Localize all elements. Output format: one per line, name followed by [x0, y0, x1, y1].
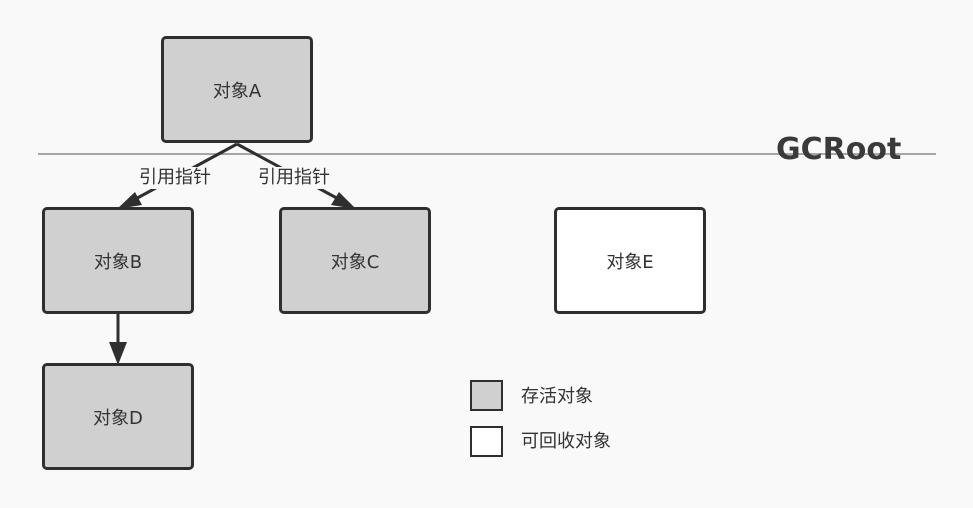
node-object-b[interactable]: 对象B — [42, 207, 194, 314]
node-object-e-label: 对象E — [606, 251, 654, 273]
legend-collectable-swatch — [470, 426, 503, 457]
node-object-d[interactable]: 对象D — [42, 363, 194, 470]
edge-label-a-to-c: 引用指针 — [256, 167, 332, 189]
edge-a-to-b-arrowhead — [117, 192, 142, 209]
node-object-d-label: 对象D — [93, 407, 143, 429]
legend-live-swatch — [470, 380, 503, 411]
node-object-c-label: 对象C — [330, 251, 380, 273]
node-object-b-label: 对象B — [93, 251, 143, 273]
legend-collectable-label: 可回收对象 — [521, 431, 611, 452]
gcroot-label: GCRoot — [776, 132, 902, 167]
node-object-a[interactable]: 对象A — [161, 36, 313, 143]
node-object-a-label: 对象A — [212, 80, 262, 102]
edge-a-to-c-arrowhead — [331, 192, 356, 209]
node-object-e[interactable]: 对象E — [554, 207, 706, 314]
node-object-c[interactable]: 对象C — [279, 207, 431, 314]
legend-live-label: 存活对象 — [521, 386, 593, 407]
edge-b-to-d-arrowhead — [109, 342, 127, 365]
edge-label-a-to-b: 引用指针 — [137, 167, 213, 189]
